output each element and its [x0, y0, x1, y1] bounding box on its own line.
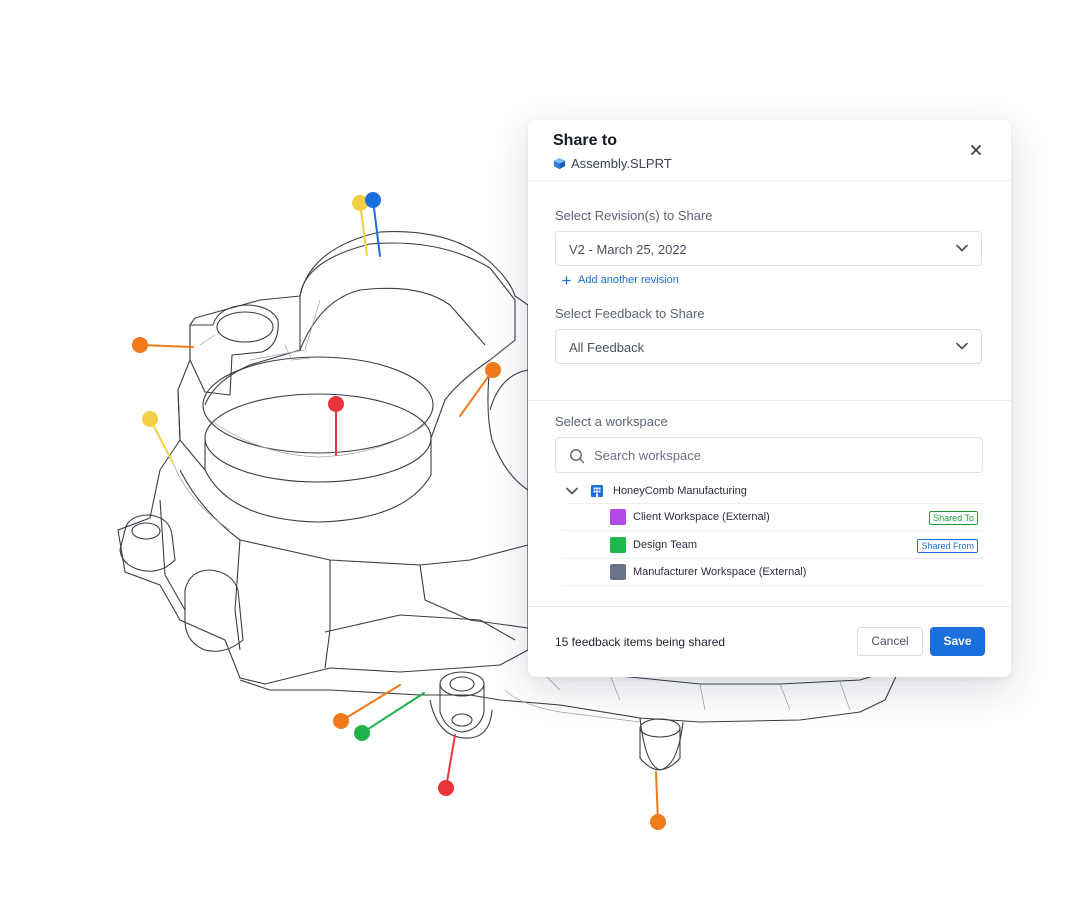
dialog-subtitle: Assembly.SLPRT [553, 156, 672, 171]
pin-marker-yellow [142, 411, 158, 427]
cad-outline [117, 231, 529, 685]
pin-marker-yellow [352, 195, 368, 211]
pin-marker-orange [333, 713, 349, 729]
dialog-header: Share to Assembly.SLPRT [528, 120, 1011, 181]
dialog-title: Share to [553, 132, 618, 149]
feedback-count-text: 15 feedback items being shared [555, 635, 726, 649]
building-icon [591, 485, 603, 497]
pin-marker-green [354, 725, 370, 741]
workspace-name: Manufacturer Workspace (External) [633, 566, 807, 578]
revision-select[interactable]: V2 - March 25, 2022 [555, 231, 982, 266]
workspace-name: Client Workspace (External) [633, 511, 770, 523]
share-dialog: Share to Assembly.SLPRT Select Revision(… [528, 120, 1011, 677]
save-button[interactable]: Save [930, 627, 985, 656]
shared-to-badge: Shared To [929, 511, 978, 525]
workspace-row-client[interactable]: Client Workspace (External) Shared To [562, 503, 984, 531]
workspace-color-swatch [610, 564, 626, 580]
pin-marker-blue [365, 192, 381, 208]
pin-marker-orange [132, 337, 148, 353]
add-revision-link[interactable]: Add another revision [562, 274, 679, 286]
feedback-selected-value: All Feedback [569, 340, 645, 355]
pin-line [372, 199, 381, 257]
close-icon[interactable] [968, 142, 984, 158]
revision-selected-value: V2 - March 25, 2022 [569, 242, 687, 257]
revision-label: Select Revision(s) to Share [555, 208, 713, 223]
section-divider [528, 400, 1011, 401]
org-tree-node[interactable]: HoneyComb Manufacturing [566, 479, 984, 504]
pin-marker-orange [485, 362, 501, 378]
feedback-label: Select Feedback to Share [555, 306, 705, 321]
add-revision-label: Add another revision [578, 274, 679, 286]
plus-icon [562, 276, 571, 284]
workspace-label: Select a workspace [555, 414, 668, 429]
org-name: HoneyComb Manufacturing [613, 485, 747, 497]
workspace-color-swatch [610, 509, 626, 525]
shared-from-badge: Shared From [917, 539, 978, 553]
feedback-select[interactable]: All Feedback [555, 329, 982, 364]
pin-marker-orange [650, 814, 666, 830]
workspace-row-design-team[interactable]: Design Team Shared From [562, 531, 984, 559]
chevron-down-icon [956, 244, 968, 252]
chevron-down-icon [956, 342, 968, 350]
workspace-search[interactable] [555, 437, 983, 473]
search-icon [570, 449, 585, 464]
workspace-color-swatch [610, 537, 626, 553]
search-input[interactable] [594, 446, 964, 464]
workspace-name: Design Team [633, 539, 697, 551]
file-name: Assembly.SLPRT [571, 156, 672, 171]
pin-marker-red [328, 396, 344, 412]
dialog-footer: 15 feedback items being shared Cancel Sa… [528, 606, 1011, 678]
pin-marker-red [438, 780, 454, 796]
cancel-button[interactable]: Cancel [857, 627, 923, 656]
cube-icon [553, 157, 566, 170]
chevron-down-icon[interactable] [566, 487, 578, 495]
workspace-row-manufacturer[interactable]: Manufacturer Workspace (External) [562, 558, 984, 586]
